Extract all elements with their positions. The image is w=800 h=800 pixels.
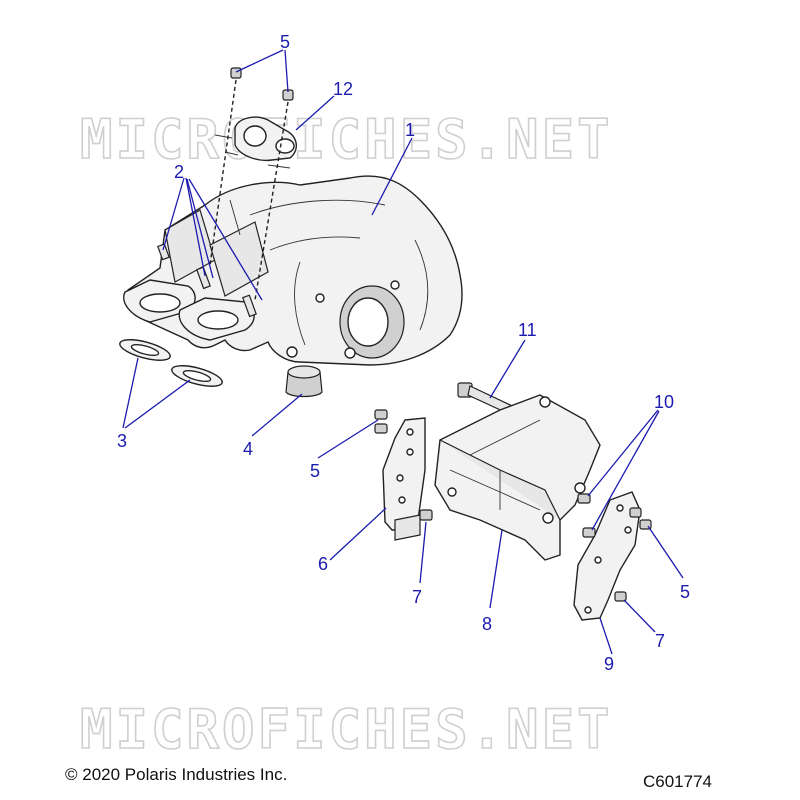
leader-lines <box>122 49 684 655</box>
callout-11: 11 <box>518 320 537 340</box>
watermark-bottom: MICROFICHES.NET <box>80 698 613 761</box>
part-screws-right <box>577 493 652 602</box>
copyright-text: © 2020 Polaris Industries Inc. <box>65 765 287 784</box>
callout-1: 1 <box>405 120 415 140</box>
part-plate-6 <box>382 417 426 541</box>
part-studs-2 <box>157 243 257 318</box>
callout-5-right: 5 <box>680 582 690 602</box>
part-plate-9 <box>573 491 641 621</box>
callout-7-left: 7 <box>412 587 422 607</box>
part-seal-12 <box>214 116 297 169</box>
watermark-top: MICROFICHES.NET <box>80 108 613 171</box>
diagram-code: C601774 <box>643 772 712 791</box>
part-screws-mid-left <box>374 409 388 434</box>
callout-5-mid: 5 <box>310 461 320 481</box>
part-bracket-8 <box>434 394 601 561</box>
part-screws-top <box>209 67 294 301</box>
callout-numbers: 5 12 1 2 3 4 5 11 10 6 7 8 5 7 9 <box>117 32 690 674</box>
part-screw-7-left <box>419 509 433 521</box>
callout-5-top: 5 <box>280 32 290 52</box>
callout-10: 10 <box>654 392 674 412</box>
callout-7-right: 7 <box>655 631 665 651</box>
callout-4: 4 <box>243 439 253 459</box>
callout-12: 12 <box>333 79 353 99</box>
part-gaskets-3 <box>119 339 223 387</box>
part-plug-4 <box>285 365 323 398</box>
part-intake-manifold <box>123 175 463 366</box>
callout-8: 8 <box>482 614 492 634</box>
callout-3: 3 <box>117 431 127 451</box>
callout-9: 9 <box>604 654 614 674</box>
callout-2: 2 <box>174 162 184 182</box>
callout-6: 6 <box>318 554 328 574</box>
